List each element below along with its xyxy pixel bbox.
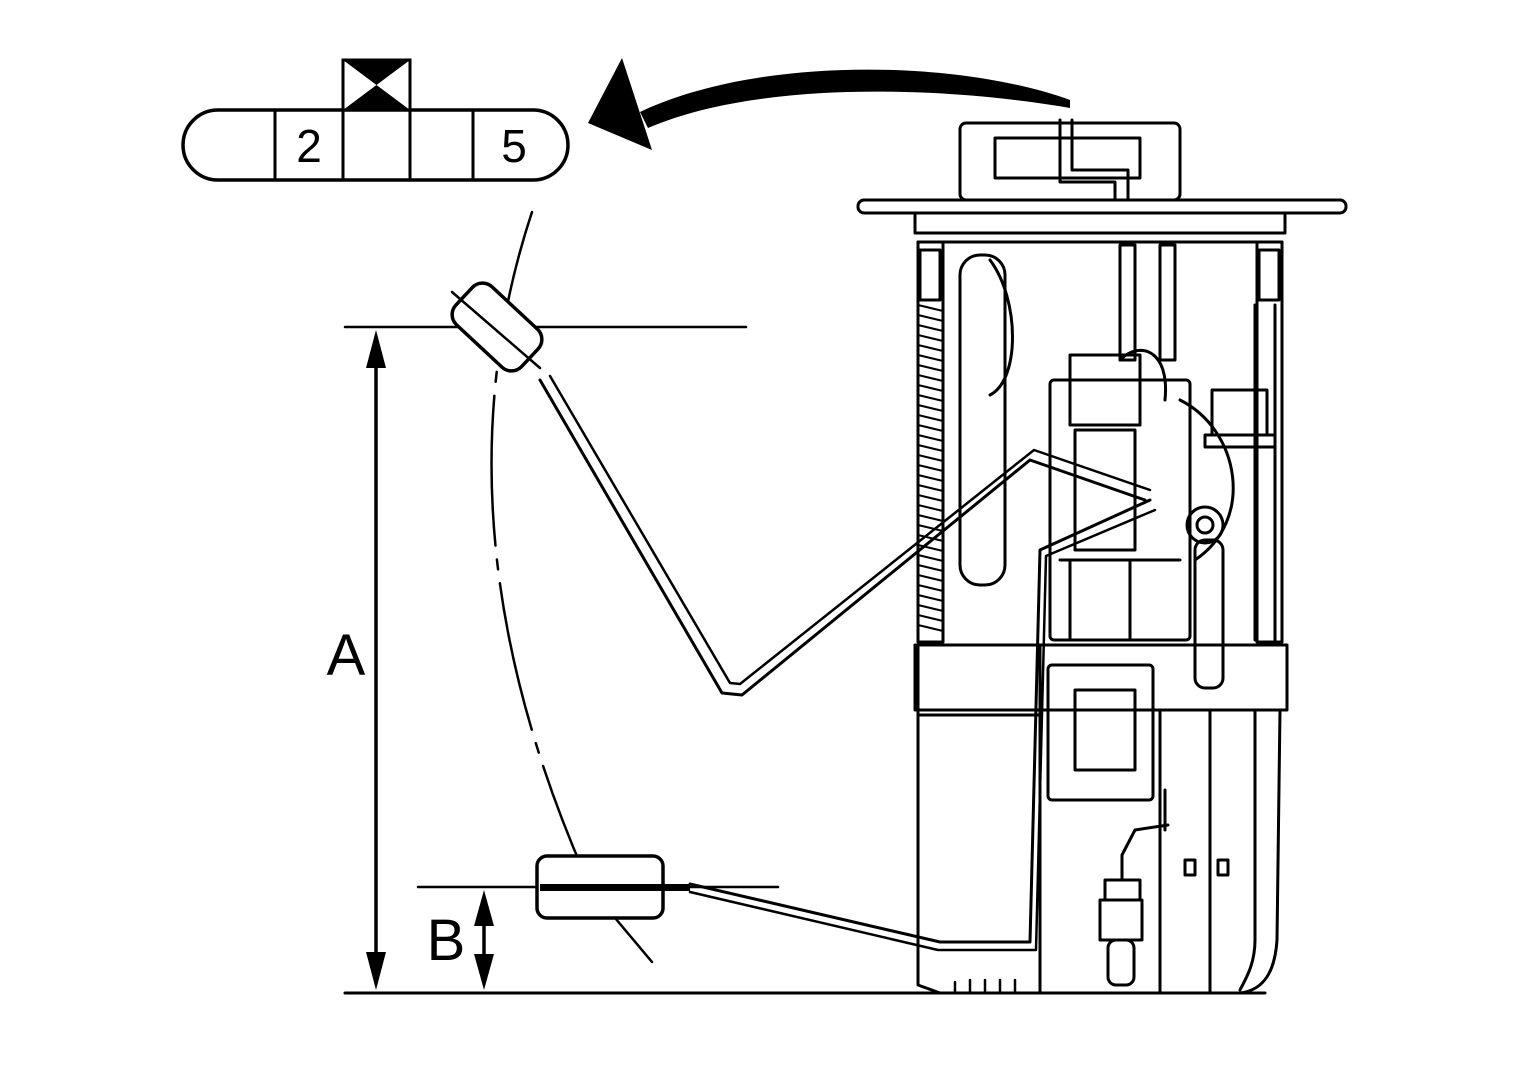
module-return-pipe xyxy=(1193,538,1225,690)
fuel-pump-module xyxy=(856,118,1348,995)
module-sensor-plug xyxy=(1103,878,1142,902)
connector-pin-2: 2 xyxy=(296,120,322,172)
connector: 2 5 xyxy=(181,58,570,182)
float-empty-rod xyxy=(540,884,690,891)
module-pump-tube xyxy=(958,253,1007,587)
module-lower-block xyxy=(1046,663,1155,802)
module-reservoir-cup xyxy=(916,643,1042,995)
module-reservoir-skid xyxy=(1238,708,1257,992)
curved-arrow-shaft xyxy=(640,69,1070,128)
module-top-cap xyxy=(958,121,1182,202)
module-post-right xyxy=(1255,240,1284,644)
module-sender-connector xyxy=(1068,353,1142,427)
connector-body xyxy=(181,108,570,182)
float-arm-empty xyxy=(688,498,1152,944)
float-arm-full xyxy=(538,378,1147,697)
dimension-b: B xyxy=(427,890,494,990)
module-flange-underside xyxy=(913,211,1287,235)
float-arm-empty-inner xyxy=(688,508,1157,952)
module-sender-lower xyxy=(1068,558,1132,642)
module-reservoir-band xyxy=(913,643,1289,712)
dimension-a: A xyxy=(327,330,386,990)
connector-pin-5: 5 xyxy=(501,120,527,172)
module-rod xyxy=(1158,243,1177,362)
module-post-cap xyxy=(1257,248,1281,302)
module-lower-block-inner xyxy=(1073,688,1137,772)
dimension-a-arrow-top xyxy=(366,330,386,368)
module-post-cap xyxy=(918,248,942,302)
module-right-fitting-ring xyxy=(1203,433,1277,449)
curved-arrow xyxy=(588,58,1070,150)
module-cap-pipe xyxy=(1070,118,1130,202)
module-bottom-ribs xyxy=(953,978,1017,995)
module-reservoir-right xyxy=(1158,708,1282,995)
module-flange xyxy=(856,198,1348,215)
module-pivot-inner xyxy=(1195,515,1215,535)
module-post-left xyxy=(916,240,945,644)
module-sender-loop xyxy=(1118,349,1168,402)
module-tube-bend xyxy=(988,258,1014,397)
float-full-center-line xyxy=(450,290,542,370)
connector-lock-marker xyxy=(343,60,410,110)
module-sender-face xyxy=(1073,428,1137,552)
module-cap-inlet xyxy=(993,136,1142,180)
module-sensor-wire xyxy=(1120,823,1170,882)
module-rod xyxy=(1118,243,1137,362)
module-small-square xyxy=(1216,858,1230,877)
dimension-a-label: A xyxy=(327,623,366,688)
float-empty-position xyxy=(535,498,1157,952)
module-sensor-body xyxy=(1098,898,1144,942)
module-pivot xyxy=(1185,505,1225,545)
module-small-square xyxy=(1183,858,1197,877)
curved-arrow-head xyxy=(588,58,652,150)
module-right-fitting xyxy=(1210,388,1269,437)
module-pivot-arc xyxy=(1178,398,1235,562)
module-cap-pipe xyxy=(1058,118,1117,202)
dimension-b-arrow-top xyxy=(474,890,494,926)
reference-lines xyxy=(343,325,1267,995)
dimension-a-arrow-bottom xyxy=(366,952,386,990)
float-full-position xyxy=(450,281,1152,697)
module-sensor-tip xyxy=(1106,938,1136,987)
dimension-b-label: B xyxy=(427,908,466,973)
module-spring xyxy=(917,304,944,632)
float-arm-full-inner xyxy=(548,374,1152,686)
dimension-b-arrow-bottom xyxy=(474,954,494,990)
